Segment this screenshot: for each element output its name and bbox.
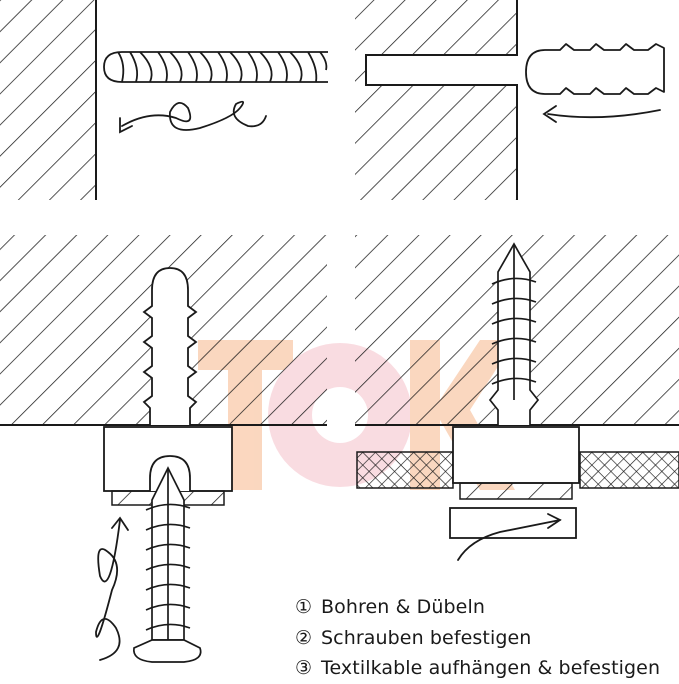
step-number: ① — [295, 596, 313, 618]
mount-cap — [452, 426, 580, 484]
mount-thread — [459, 482, 573, 500]
step-list: ① Bohren & Dübeln ② Schrauben befestigen ③… — [295, 592, 660, 684]
wall-section — [355, 0, 517, 200]
rotation-arrow-icon — [457, 513, 562, 561]
panel-inserting-plug — [355, 0, 665, 200]
textile-cable — [579, 451, 679, 489]
step-item: ① Bohren & Dübeln — [295, 592, 660, 623]
step-number: ② — [295, 626, 313, 649]
drill-bit-icon — [103, 51, 328, 83]
panel-hanging — [355, 235, 679, 561]
screw-icon — [132, 466, 202, 663]
step-text: Schrauben befestigen — [321, 626, 532, 649]
step-text: Textilkable aufhängen & befestigen — [321, 657, 661, 679]
rotation-arrow-icon — [95, 516, 129, 661]
panel-screwing — [0, 235, 327, 663]
step-item: ② Schrauben befestigen — [295, 623, 660, 654]
screw-icon — [488, 242, 540, 425]
step-item: ③ Textilkable aufhängen & befestigen — [295, 653, 660, 684]
wall-section — [0, 0, 96, 200]
push-arrow-icon — [542, 105, 661, 123]
textile-cable — [356, 451, 454, 489]
step-number: ③ — [295, 657, 313, 679]
rotation-arrow-icon — [119, 100, 267, 134]
wall-plug-icon — [142, 267, 198, 425]
wall-plug-icon — [525, 43, 665, 95]
step-text: Bohren & Dübeln — [321, 596, 485, 618]
panel-drilling — [0, 0, 328, 200]
